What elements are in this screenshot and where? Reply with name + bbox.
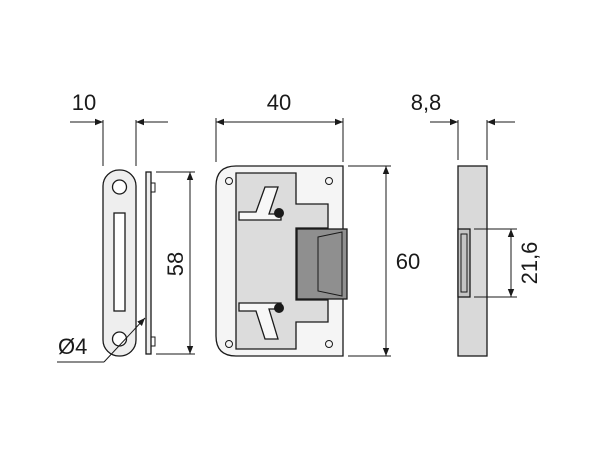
strike-top-hole — [111, 179, 128, 195]
strike-bottom-hole — [111, 331, 128, 347]
strike-tab-top — [150, 182, 156, 193]
screw-top-right — [325, 177, 333, 185]
latch-bolt — [296, 228, 348, 300]
dimension-bolt-height: 21,6 — [474, 228, 542, 298]
dim-label-strike-width: 10 — [72, 90, 96, 115]
dimension-hole-diameter: Ø4 — [57, 317, 146, 363]
strike-plate-view — [102, 169, 156, 357]
dim-label-side-thickness: 8,8 — [411, 90, 442, 115]
latch-bolt-face — [317, 231, 343, 297]
dimension-lock-height: 60 — [348, 165, 420, 357]
lock-side-view — [457, 165, 488, 357]
dimension-strike-width: 10 — [70, 90, 168, 166]
strike-tab-bottom — [150, 336, 156, 347]
dim-label-bolt-height: 21,6 — [517, 242, 542, 285]
side-bolt-slot — [457, 228, 471, 298]
screw-bottom-left — [225, 340, 233, 348]
dimension-strike-height: 58 — [156, 171, 195, 355]
dimension-lock-width: 40 — [215, 90, 344, 162]
dim-label-lock-width: 40 — [267, 90, 291, 115]
corner-screws — [225, 177, 333, 348]
spring-lever-bottom — [238, 302, 284, 340]
dim-label-lock-height: 60 — [396, 249, 420, 274]
side-bolt — [460, 233, 468, 293]
screw-bottom-right — [325, 340, 333, 348]
strike-plate-slot — [113, 212, 126, 312]
strike-plate-profile — [145, 171, 152, 355]
screw-bottom-center — [274, 303, 284, 313]
dim-label-hole-diameter: Ø4 — [58, 334, 87, 359]
screw-top-center — [274, 208, 284, 218]
lock-body-view — [215, 165, 348, 357]
screw-top-left — [225, 177, 233, 185]
dimension-side-thickness: 8,8 — [411, 90, 515, 160]
spring-lever-top — [238, 186, 284, 221]
dim-label-strike-height: 58 — [163, 252, 188, 276]
